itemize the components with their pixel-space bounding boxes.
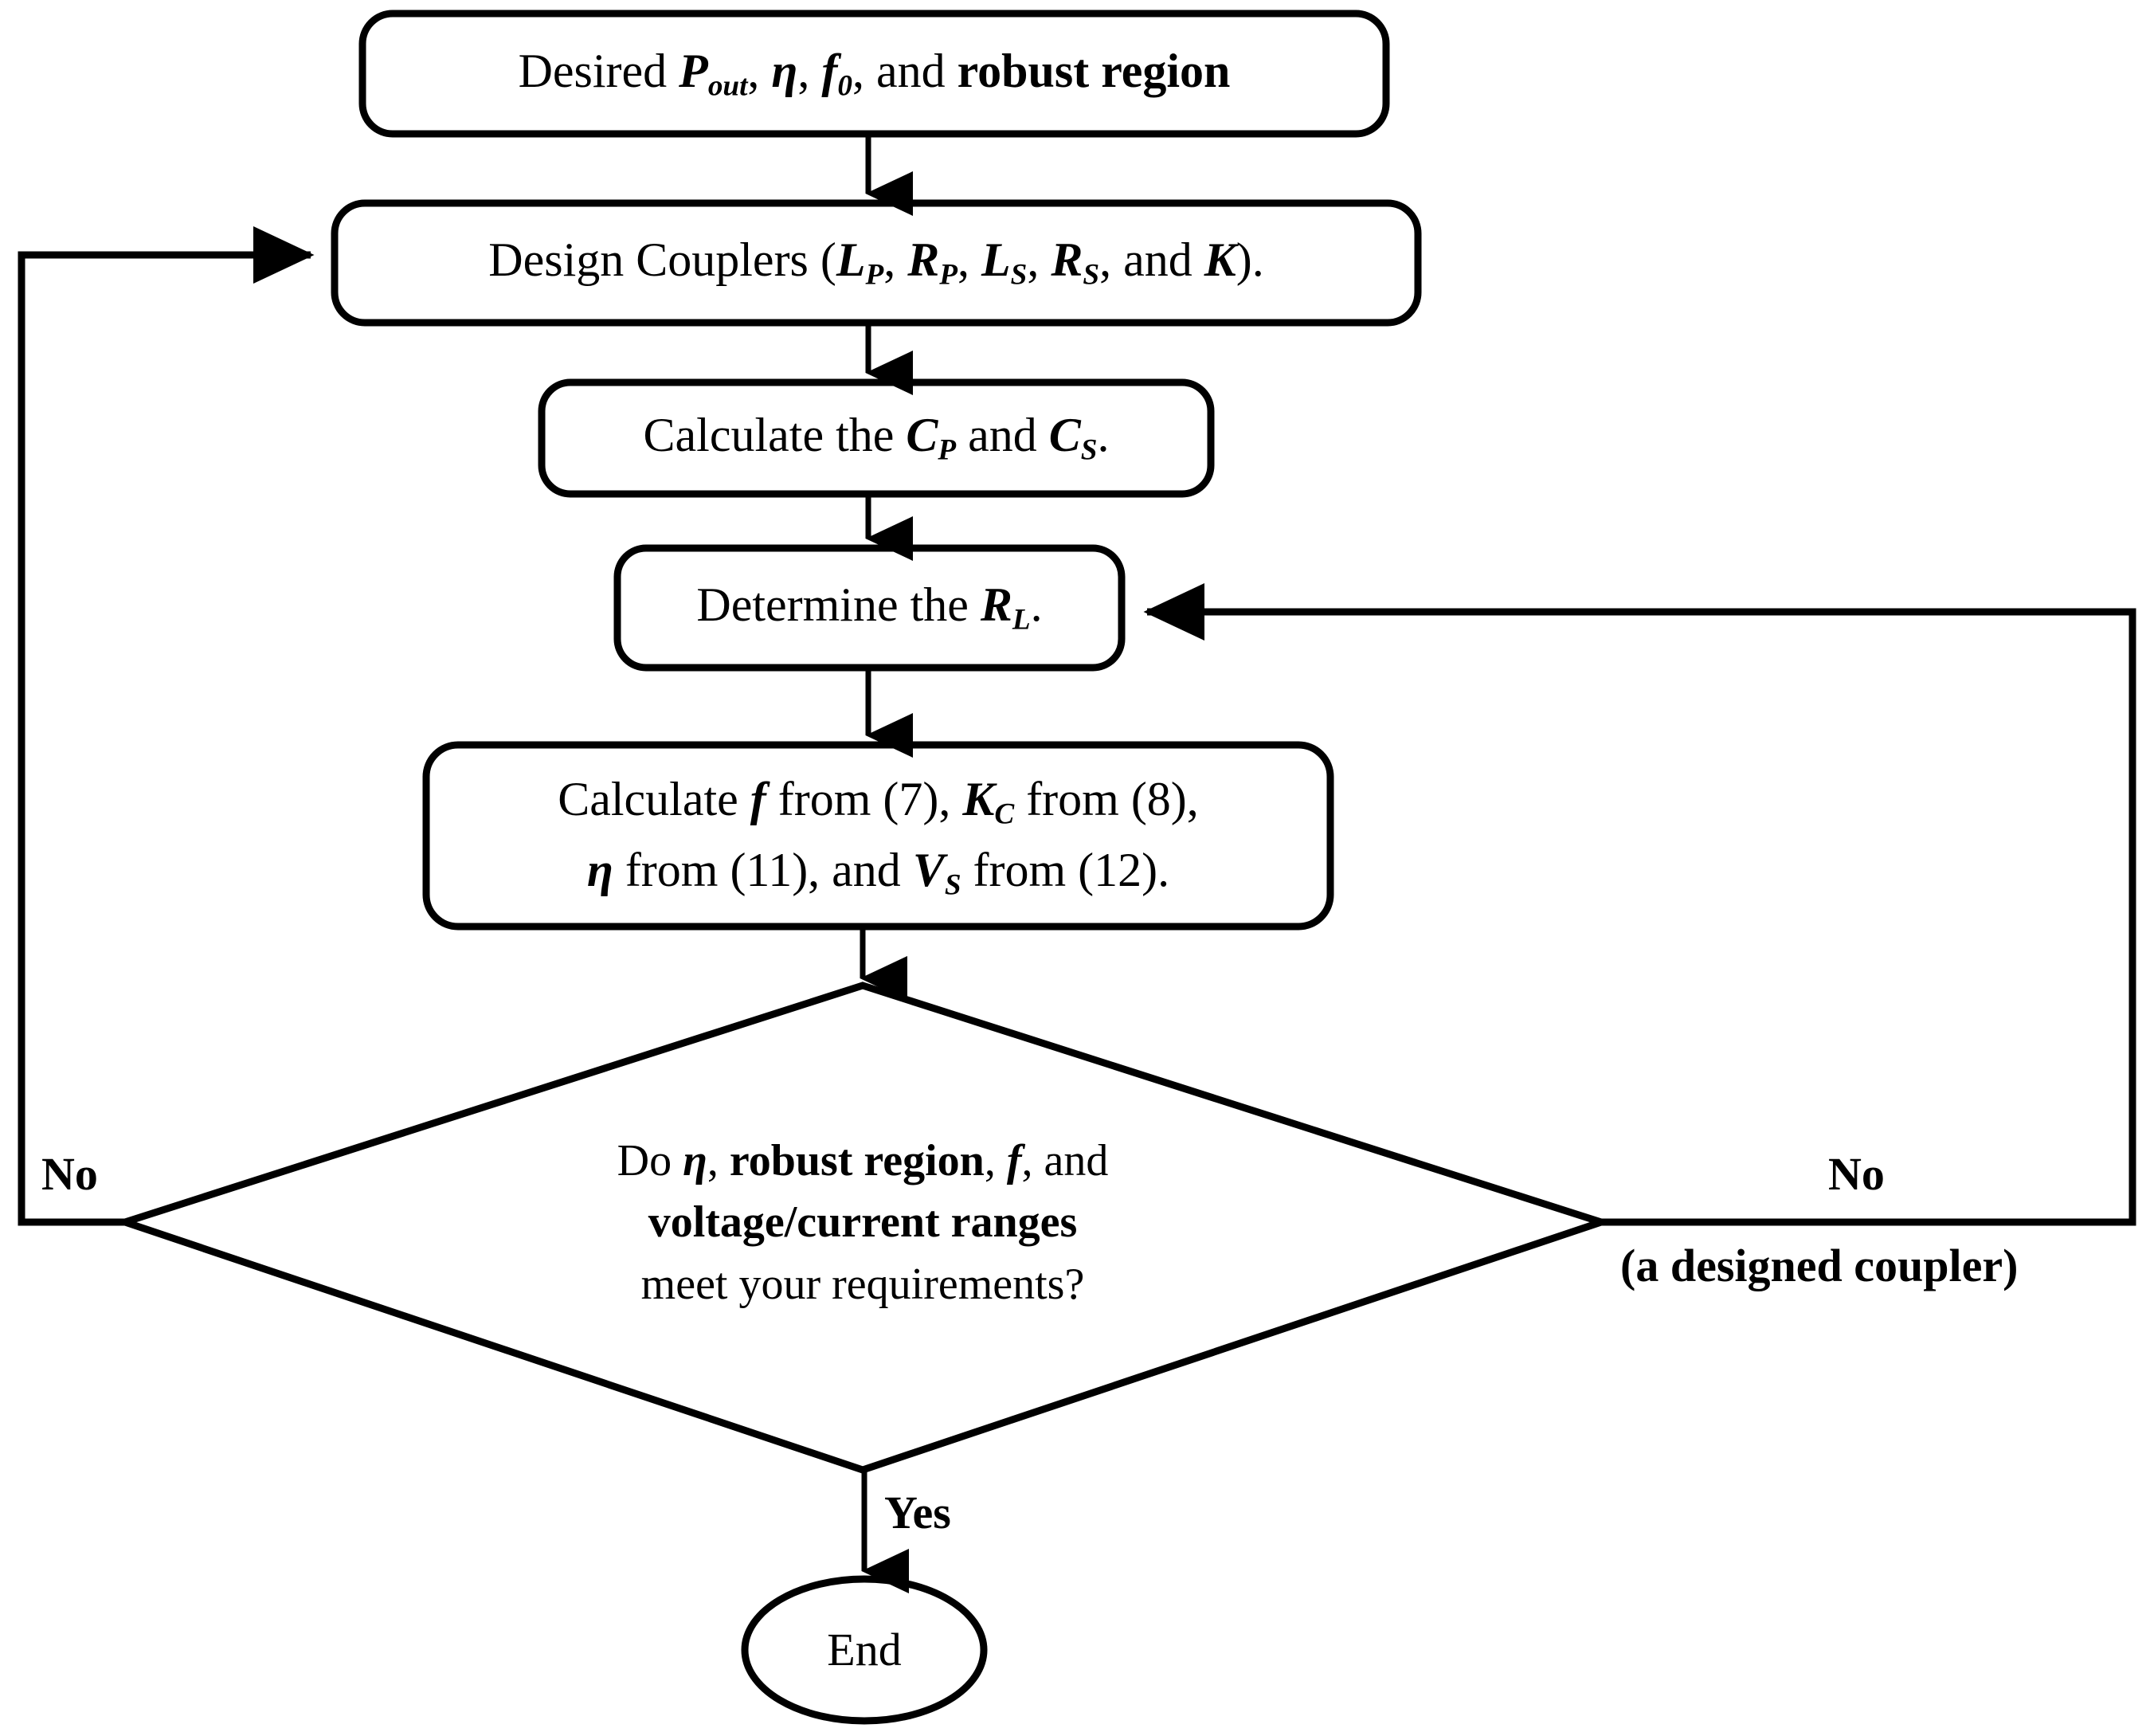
edge-label-no-right-sub: (a designed coupler) <box>1620 1240 2019 1291</box>
node-determine-rl-shape <box>613 544 1126 672</box>
edge-label-yes: Yes <box>884 1487 951 1538</box>
node-calculate-caps-shape <box>538 378 1215 498</box>
edge-decision-no-left-loop <box>18 226 315 1226</box>
node-start-shape <box>358 10 1390 138</box>
edge-label-no-right: No <box>1828 1148 1885 1200</box>
edge-label-no-left: No <box>41 1148 98 1200</box>
edge-decision-no-right-loop <box>1143 583 2136 1226</box>
node-end-shape <box>741 1575 988 1725</box>
node-decision-shape <box>113 982 1613 1474</box>
node-design-couplers-shape <box>331 199 1422 327</box>
node-calculate-params-shape <box>422 741 1334 931</box>
